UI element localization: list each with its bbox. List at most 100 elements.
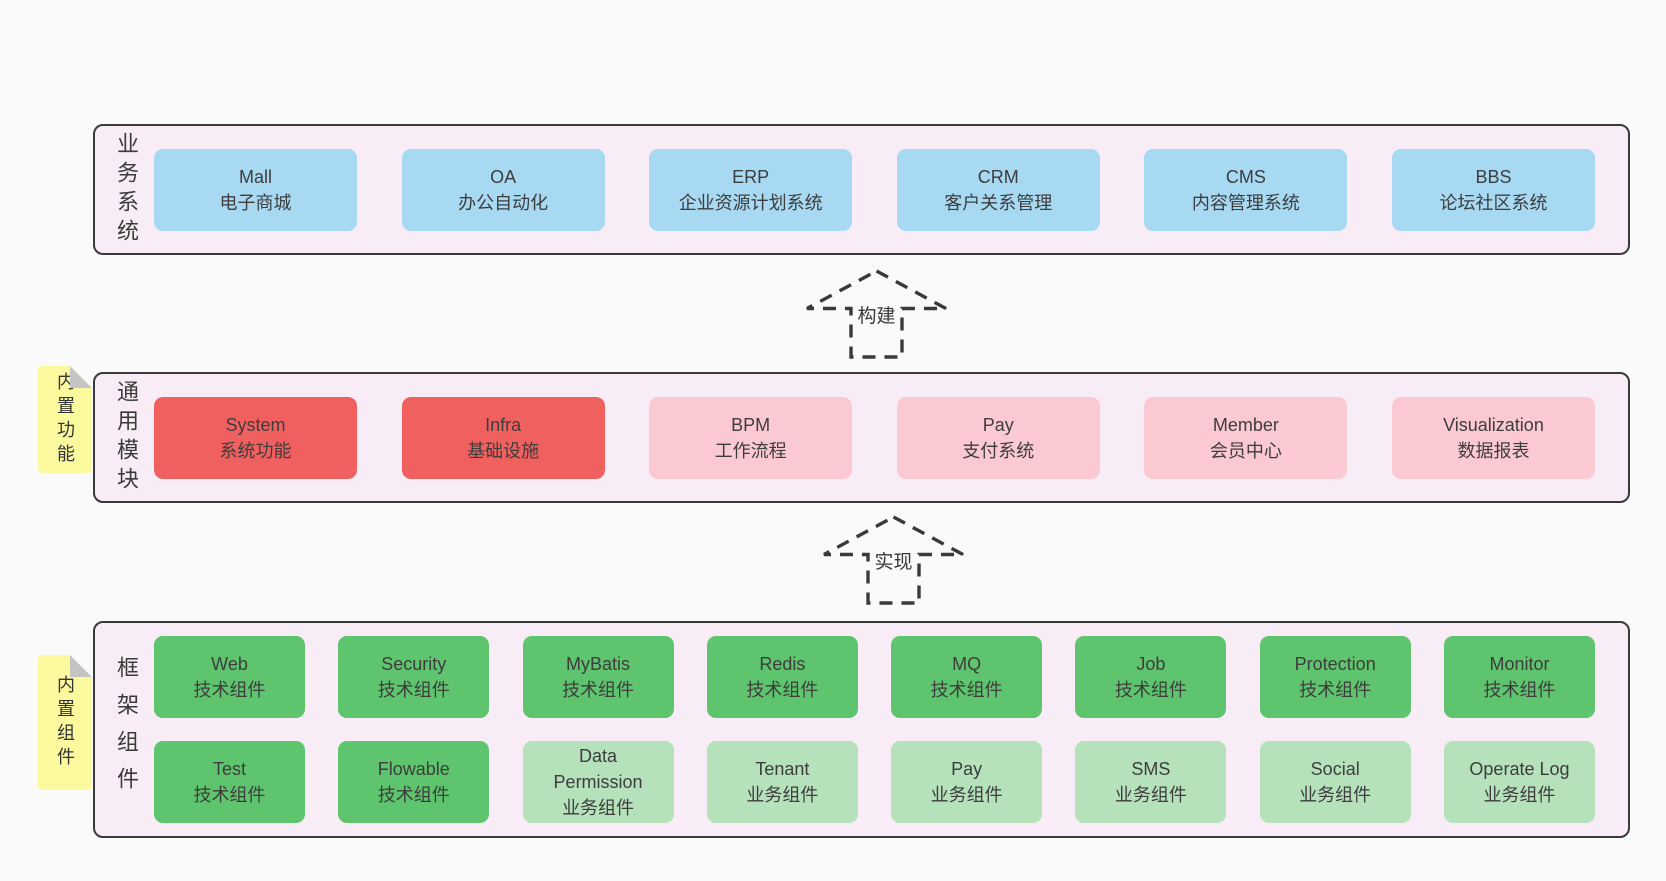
box-subtitle: 技术组件: [1483, 680, 1556, 700]
box-infra: Infra 基础设施: [401, 396, 605, 479]
box-subtitle: 客户关系管理: [944, 192, 1053, 213]
box-operate-log: Operate Log 业务组件: [1443, 741, 1595, 823]
sticky-note-label: 内置功能: [55, 371, 75, 468]
box-erp: ERP 企业资源计划系统: [649, 148, 853, 231]
folded-corner-icon: [70, 655, 92, 677]
box-subtitle: 论坛社区系统: [1439, 192, 1548, 213]
box-subtitle: 业务组件: [1114, 785, 1187, 805]
box-mall: Mall 电子商城: [154, 148, 357, 231]
box-web: Web 技术组件: [154, 636, 305, 718]
box-name: SMS: [1131, 759, 1171, 779]
arrow-label: 构建: [854, 301, 899, 328]
box-name: Web: [211, 654, 248, 674]
box-subtitle: 会员中心: [1209, 440, 1282, 461]
box-name: Tenant: [755, 759, 810, 779]
box-bbs: BBS 论坛社区系统: [1391, 148, 1595, 231]
box-bpm: BPM 工作流程: [649, 396, 853, 479]
box-sms: SMS 业务组件: [1075, 741, 1227, 823]
sticky-note-label: 内置组件: [55, 674, 75, 771]
box-name: Data Permission: [553, 746, 643, 792]
box-subtitle: 办公自动化: [458, 192, 549, 213]
box-mybatis: MyBatis 技术组件: [522, 636, 674, 718]
box-name: Pay: [951, 759, 983, 779]
box-name: MQ: [952, 654, 982, 674]
box-name: Job: [1136, 654, 1166, 674]
box-subtitle: 支付系统: [962, 440, 1035, 461]
box-security: Security 技术组件: [338, 636, 490, 718]
box-subtitle: 业务组件: [1299, 785, 1372, 805]
box-data-permission: Data Permission 业务组件: [522, 741, 674, 823]
box-subtitle: 企业资源计划系统: [678, 192, 823, 213]
box-subtitle: 电子商城: [219, 192, 292, 213]
box-name: Social: [1310, 759, 1360, 779]
box-subtitle: 业务组件: [562, 798, 635, 818]
box-subtitle: 工作流程: [714, 440, 787, 461]
box-tenant: Tenant 业务组件: [706, 741, 858, 823]
section-label: 通用模块: [114, 379, 139, 496]
box-name: CMS: [1225, 166, 1266, 187]
box-mq: MQ 技术组件: [891, 636, 1043, 718]
box-subtitle: 业务组件: [1483, 785, 1556, 805]
sticky-note-built-in-components: 内置组件: [38, 655, 92, 790]
box-name: BPM: [731, 414, 771, 435]
box-subtitle: 内容管理系统: [1191, 192, 1300, 213]
box-subtitle: 业务组件: [930, 785, 1003, 805]
box-subtitle: 技术组件: [377, 680, 450, 700]
box-monitor: Monitor 技术组件: [1443, 636, 1595, 718]
box-name: Security: [381, 654, 447, 674]
box-pay: Pay 业务组件: [891, 741, 1043, 823]
box-subtitle: 技术组件: [746, 680, 819, 700]
section-label: 框架组件: [114, 655, 139, 804]
box-test: Test 技术组件: [154, 741, 305, 823]
sticky-note-built-in-features: 内置功能: [38, 366, 92, 473]
arrow-label: 实现: [871, 547, 916, 574]
box-subtitle: 技术组件: [930, 680, 1003, 700]
box-name: OA: [490, 166, 517, 187]
box-subtitle: 技术组件: [1299, 680, 1372, 700]
implement-arrow: 实现: [822, 514, 965, 606]
box-redis: Redis 技术组件: [706, 636, 858, 718]
box-name: MyBatis: [566, 654, 631, 674]
box-subtitle: 业务组件: [746, 785, 819, 805]
box-subtitle: 技术组件: [193, 680, 266, 700]
box-protection: Protection 技术组件: [1259, 636, 1411, 718]
box-name: Mall: [238, 166, 272, 187]
box-subtitle: 技术组件: [1114, 680, 1187, 700]
box-subtitle: 基础设施: [467, 440, 540, 461]
box-name: Test: [212, 759, 246, 779]
box-social: Social 业务组件: [1259, 741, 1411, 823]
box-name: ERP: [732, 166, 770, 187]
box-name: Operate Log: [1469, 759, 1570, 779]
build-arrow: 构建: [805, 268, 948, 360]
folded-corner-icon: [70, 366, 92, 388]
box-name: Infra: [485, 414, 522, 435]
box-name: Redis: [759, 654, 806, 674]
box-system: System 系统功能: [154, 396, 357, 479]
section-label: 业务系统: [114, 131, 139, 248]
box-subtitle: 技术组件: [193, 785, 266, 805]
box-name: Monitor: [1489, 654, 1550, 674]
box-name: Visualization: [1443, 414, 1544, 435]
box-name: Flowable: [377, 759, 450, 779]
box-cms: CMS 内容管理系统: [1144, 148, 1348, 231]
box-name: System: [225, 414, 286, 435]
box-subtitle: 系统功能: [219, 440, 292, 461]
box-name: Protection: [1294, 654, 1376, 674]
box-name: BBS: [1475, 166, 1512, 187]
box-subtitle: 技术组件: [562, 680, 635, 700]
